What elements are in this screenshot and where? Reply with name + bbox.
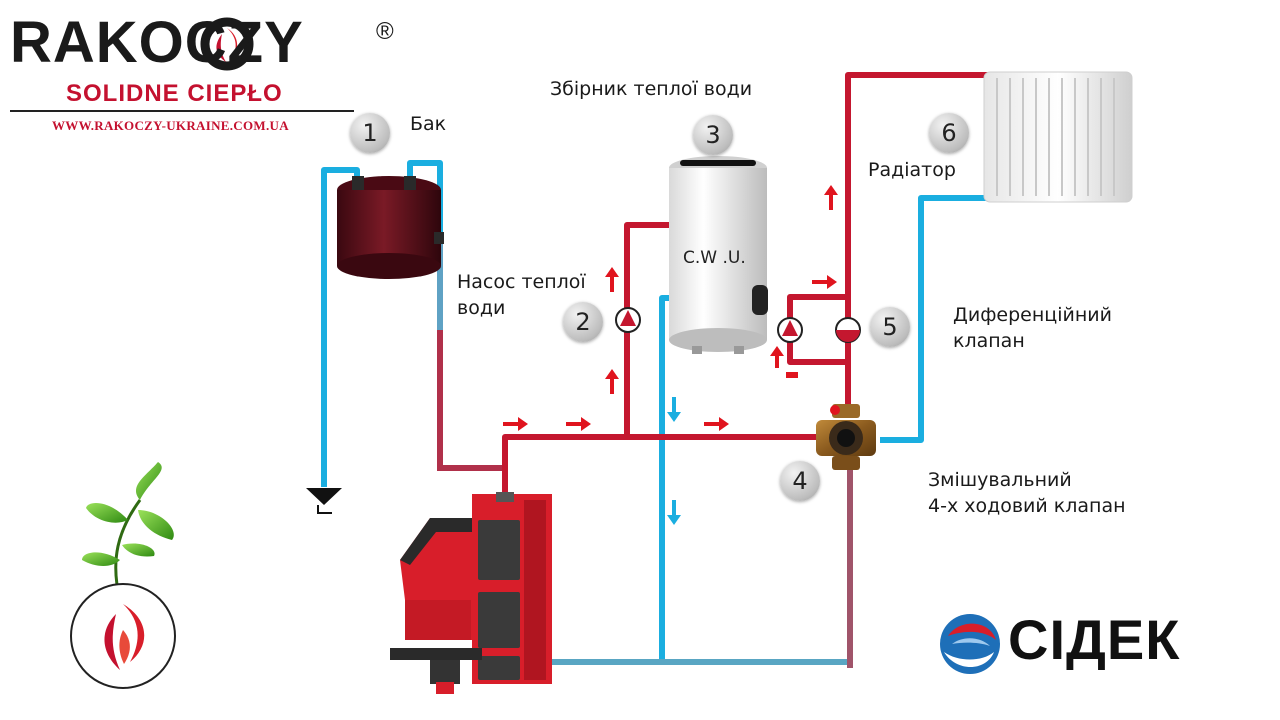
return-pipe-radiator	[880, 195, 990, 443]
arrow-right-3	[704, 417, 729, 431]
arrow-up-4	[770, 346, 784, 368]
arrow-down-2	[667, 500, 681, 525]
label-mixing-valve: Змішувальний 4-х ходовий клапан	[928, 468, 1126, 519]
pellet-boiler	[390, 492, 552, 694]
label-pump-line-2: води	[457, 296, 506, 319]
badge-1: 1	[350, 113, 390, 153]
drain-symbol	[306, 488, 342, 514]
return-flow-arrows	[667, 397, 681, 525]
label-differential-valve: Диференційний клапан	[953, 303, 1112, 354]
pump-5a	[777, 317, 803, 343]
radiator	[983, 71, 1133, 203]
registered-mark: ®	[376, 18, 394, 45]
arrow-right-4	[812, 275, 837, 289]
arrow-right-2	[566, 417, 591, 431]
arrow-up-1	[605, 369, 619, 394]
label-tank: Бак	[410, 113, 447, 135]
brand-url: WWW.RAKOCZY-UKRAINE.COM.UA	[52, 118, 289, 133]
label-pump: Насос теплої води	[457, 270, 586, 321]
label-mixing-valve-line-1: Змішувальний	[928, 469, 1072, 491]
brand-name: RAKOCZY	[10, 10, 304, 75]
arrow-right-1	[503, 417, 528, 431]
plant-flame-logo	[70, 462, 176, 689]
expansion-tank	[337, 176, 444, 279]
brand-divider	[10, 110, 354, 112]
label-radiator: Радіатор	[868, 159, 956, 181]
supply-pipe-cwu	[624, 222, 683, 437]
badge-5: 5	[870, 307, 910, 347]
supply-flow-arrows	[503, 185, 838, 431]
label-hot-water-storage: Збірник теплої води	[550, 78, 753, 100]
sidek-logo-mark	[940, 614, 1000, 674]
badge-3: 3	[693, 115, 733, 155]
label-differential-valve-line-2: клапан	[953, 329, 1025, 352]
supply-pipe-main	[502, 434, 818, 495]
arrow-up-3	[824, 185, 838, 210]
arrow-up-2	[605, 267, 619, 292]
rakoczy-flame-icon	[200, 17, 254, 71]
arrow-down-1	[667, 397, 681, 422]
mixing-valve	[816, 404, 876, 470]
supply-pipe-radiator	[845, 72, 990, 418]
brand-tagline: SOLIDNE CIEPŁO	[66, 80, 283, 107]
label-differential-valve-line-1: Диференційний	[953, 304, 1112, 326]
cwu-text: C.W .U.	[683, 248, 746, 268]
label-pump-line-1: Насос теплої	[457, 271, 586, 293]
badge-6: 6	[929, 113, 969, 153]
pump-2	[615, 307, 641, 333]
badge-2: 2	[563, 302, 603, 342]
return-pipe-tank-drain	[321, 167, 360, 487]
differential-valve-5	[835, 317, 861, 343]
label-mixing-valve-line-2: 4-х ходовий клапан	[928, 494, 1126, 517]
badge-4: 4	[780, 461, 820, 501]
return-pipe-cwu	[659, 295, 683, 662]
partner-logo-text: СІДЕК	[1008, 608, 1181, 671]
cwu-tank	[669, 156, 768, 354]
